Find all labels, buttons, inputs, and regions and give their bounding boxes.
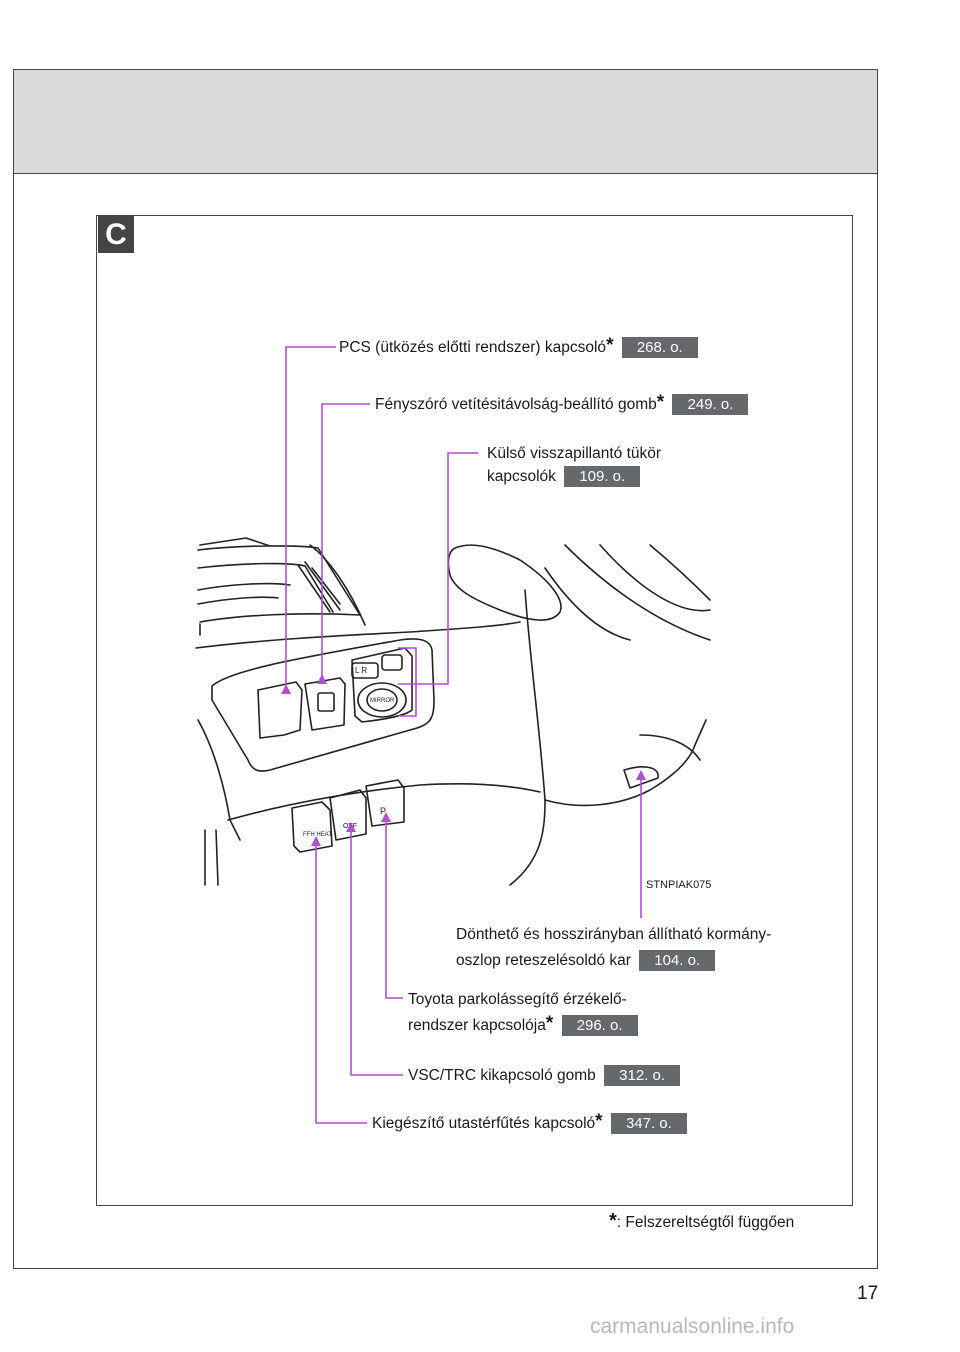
callout-headlight-label: Fényszóró vetítésitávolság-beállító gomb bbox=[375, 396, 657, 413]
callout-mirror: Külső visszapillantó tükör kapcsolók 109… bbox=[487, 442, 661, 488]
asterisk-icon: * bbox=[656, 392, 665, 413]
callout-heater-label: Kiegészítő utastérfűtés kapcsoló bbox=[372, 1115, 596, 1132]
callout-vsc-label: VSC/TRC kikapcsoló gomb bbox=[408, 1067, 596, 1084]
callout-tilt: Dönthető és hosszirányban állítható korm… bbox=[456, 923, 771, 972]
section-box bbox=[96, 215, 853, 1206]
footnote-text: : Felszereltségtől függően bbox=[616, 1214, 795, 1231]
parking-p-label: P bbox=[380, 806, 386, 816]
footnote: *: Felszereltségtől függően bbox=[609, 1210, 794, 1233]
pageref-headlight[interactable]: 249. o. bbox=[672, 394, 749, 415]
pageref-heater[interactable]: 347. o. bbox=[610, 1113, 687, 1134]
asterisk-icon: * bbox=[545, 1013, 554, 1034]
callout-vsc: VSC/TRC kikapcsoló gomb 312. o. bbox=[408, 1064, 681, 1087]
header-band bbox=[14, 70, 877, 174]
callout-tilt-line-1: Dönthető és hosszirányban állítható korm… bbox=[456, 926, 772, 943]
watermark: carmanualsonline.info bbox=[590, 1315, 795, 1338]
callout-parking-line-1: Toyota parkolássegítő érzékelő- bbox=[408, 991, 627, 1008]
pageref-pcs[interactable]: 268. o. bbox=[621, 337, 698, 358]
pageref-parking[interactable]: 296. o. bbox=[561, 1015, 638, 1036]
callout-mirror-line-1: Külső visszapillantó tükör bbox=[487, 445, 662, 462]
pageref-mirror[interactable]: 109. o. bbox=[564, 466, 641, 487]
leader-line-headlight bbox=[321, 403, 370, 680]
mirror-bracket bbox=[398, 647, 417, 717]
illustration-code: STNPIAK075 bbox=[646, 879, 712, 891]
asterisk-icon: * bbox=[595, 1111, 603, 1132]
leader-line-heater bbox=[315, 842, 367, 1124]
callout-tilt-line-2: oszlop reteszelésoldó kar bbox=[456, 952, 631, 969]
pageref-vsc[interactable]: 312. o. bbox=[604, 1065, 681, 1086]
callout-headlight: Fényszóró vetítésitávolság-beállító gomb… bbox=[375, 392, 749, 416]
leader-line-vsc bbox=[350, 828, 403, 1076]
asterisk-icon: * bbox=[609, 1210, 617, 1232]
pageref-tilt[interactable]: 104. o. bbox=[639, 950, 716, 971]
asterisk-icon: * bbox=[606, 335, 614, 356]
callout-mirror-line-2: kapcsolók bbox=[487, 468, 556, 485]
callout-heater: Kiegészítő utastérfűtés kapcsoló* 347. o… bbox=[372, 1111, 687, 1135]
callout-parking: Toyota parkolássegítő érzékelő- rendszer… bbox=[408, 988, 638, 1037]
mirror-lr-label: L R bbox=[355, 666, 367, 675]
leader-line-pcs bbox=[285, 346, 336, 690]
heater-label: FFH HEAT bbox=[303, 832, 332, 838]
mirror-knob-label: MIRROR bbox=[370, 698, 395, 704]
page-number: 17 bbox=[857, 1283, 879, 1304]
page-frame bbox=[13, 69, 878, 1269]
callout-parking-line-2: rendszer kapcsolója bbox=[408, 1017, 546, 1034]
leader-line-parking bbox=[385, 818, 403, 999]
callout-pcs-label: PCS (ütközés előtti rendszer) kapcsoló bbox=[339, 339, 607, 356]
callout-pcs: PCS (ütközés előtti rendszer) kapcsoló* … bbox=[339, 335, 698, 359]
section-tag: C bbox=[98, 216, 134, 253]
leader-line-mirror bbox=[398, 452, 478, 685]
